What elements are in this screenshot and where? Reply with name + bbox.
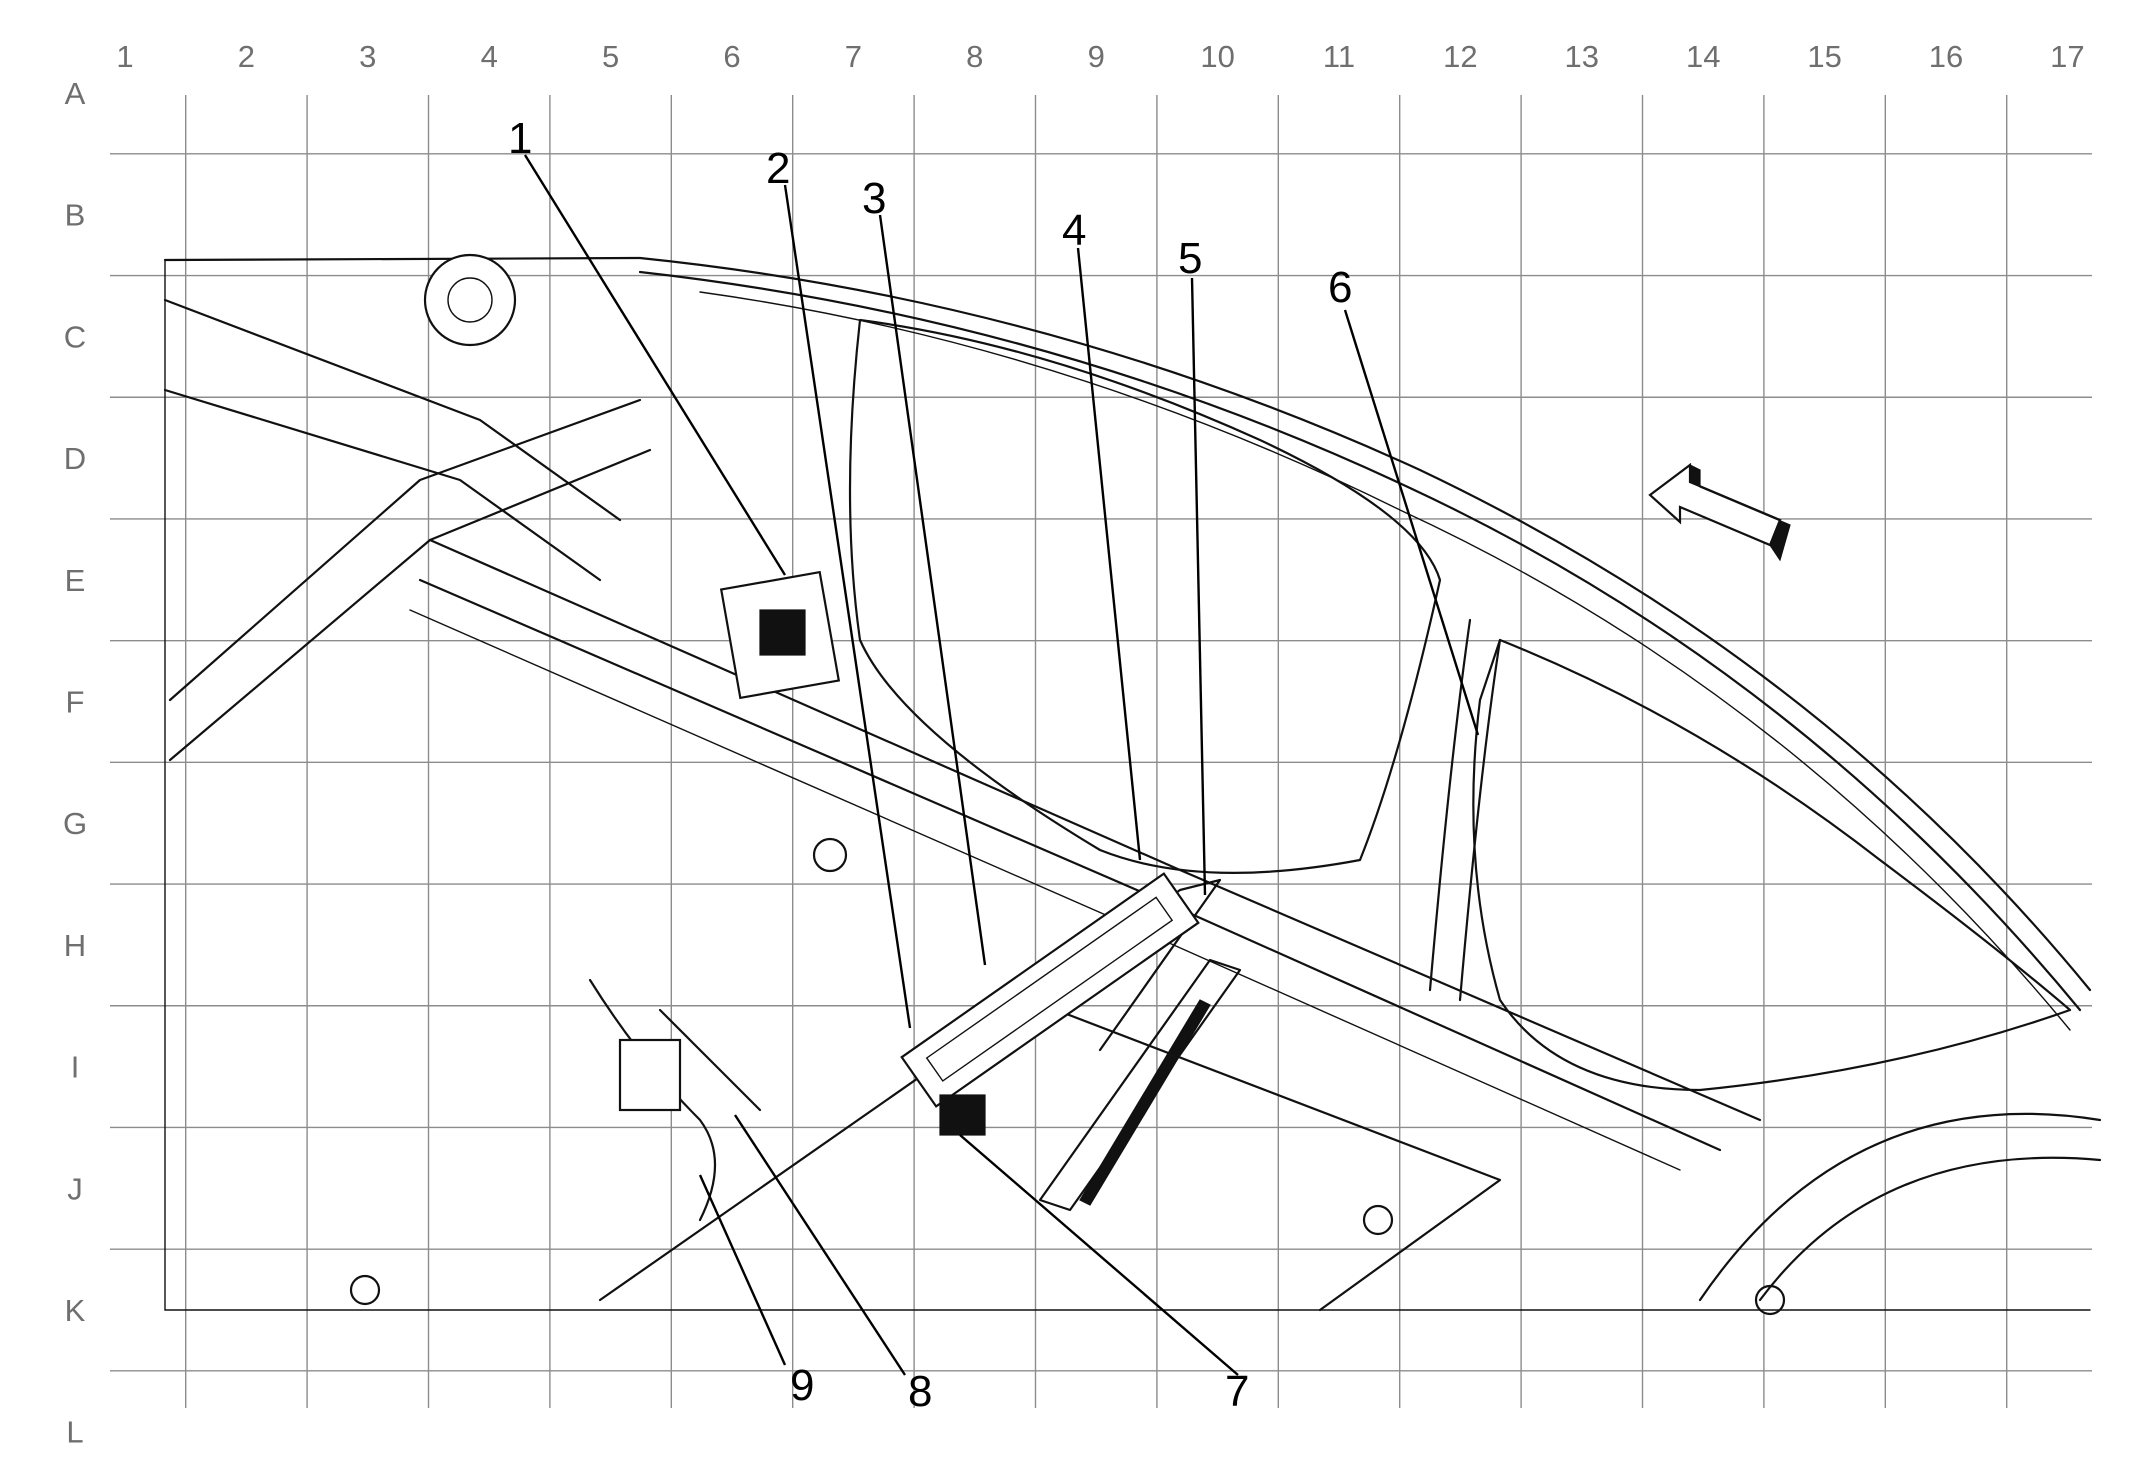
grid-row-label: I — [71, 1050, 80, 1085]
seat-rail-slot — [925, 896, 1174, 1082]
grid-column-label: 5 — [602, 39, 619, 74]
floor-hole — [349, 1274, 381, 1306]
grid-row-label: D — [64, 441, 86, 476]
grid-column-label: 17 — [2050, 39, 2084, 74]
callout-4: 4 — [1062, 206, 1086, 255]
leader-1 — [523, 154, 787, 576]
callout-1: 1 — [508, 114, 532, 163]
grid-column-label: 4 — [481, 39, 498, 74]
leader-3 — [878, 214, 987, 966]
rear-wheelhouse — [1698, 1112, 2102, 1302]
grid-column-label: 13 — [1565, 39, 1599, 74]
leader-8 — [733, 1114, 907, 1376]
grid-column-label: 11 — [1323, 39, 1355, 74]
grid-row-label: L — [66, 1415, 83, 1450]
b-pillar — [1428, 618, 1472, 992]
seat-rail-long — [1038, 958, 1242, 1212]
seat-rail-bracket — [900, 872, 1200, 1108]
forward-direction-arrow-icon — [1648, 462, 1791, 562]
grid-row-label: G — [63, 806, 87, 841]
rear-door-opening — [1472, 638, 2072, 1092]
grid-row-label: B — [65, 198, 86, 233]
outer-side-rail-inner — [638, 270, 2082, 1012]
floor-hole — [812, 837, 848, 873]
grid-column-label: 14 — [1686, 39, 1720, 74]
front-door-opening — [848, 318, 1442, 874]
grid-row-label: H — [64, 928, 86, 963]
grid-column-label: 15 — [1807, 39, 1841, 74]
outer-side-rail-inner2 — [699, 291, 2071, 1031]
leader-6 — [1343, 309, 1480, 736]
callout-6: 6 — [1328, 263, 1352, 312]
callout-5: 5 — [1178, 234, 1202, 283]
grid-column-label: 16 — [1929, 39, 1963, 74]
seat-rail-dark — [1079, 999, 1211, 1206]
connector-block — [939, 1094, 986, 1136]
leader-4 — [1076, 247, 1142, 861]
floor-hole — [1362, 1204, 1394, 1236]
callout-2: 2 — [766, 144, 790, 193]
rocker-panel-lower — [418, 578, 1722, 1152]
strut-tower — [423, 253, 517, 347]
grid-column-label: 6 — [723, 39, 740, 74]
rocker-panel-edge — [409, 609, 1681, 1171]
front-rail-left — [163, 298, 622, 522]
reference-grid — [110, 95, 2092, 1408]
grid-row-label: F — [66, 685, 85, 720]
strut-tower-inner — [447, 277, 493, 323]
grid-column-label: 3 — [359, 39, 376, 74]
leader-5 — [1190, 277, 1207, 896]
harness-routing — [588, 978, 716, 1222]
harness-bracket — [618, 1038, 682, 1112]
floor-pan-edge — [598, 998, 1502, 1312]
leader-2 — [783, 184, 912, 1029]
rocker-panel-upper — [428, 538, 1762, 1122]
b-pillar-inner — [1458, 638, 1502, 1002]
callout-7: 7 — [1225, 1367, 1249, 1416]
rear-wheelhouse-inner — [1758, 1156, 2102, 1302]
drawing-clip-edge — [164, 259, 2091, 1311]
grid-row-label: J — [67, 1171, 83, 1206]
callout-3: 3 — [862, 174, 886, 223]
leader-9 — [698, 1174, 787, 1366]
grid-row-label: K — [65, 1293, 86, 1328]
grid-row-label: C — [64, 319, 86, 354]
grid-column-label: 9 — [1088, 39, 1105, 74]
callout-8: 8 — [908, 1367, 932, 1416]
harness-routing-2 — [658, 1008, 762, 1112]
callout-labels: 1 2 3 4 5 6 7 8 9 — [508, 114, 1352, 1416]
grid-row-label: A — [65, 76, 86, 111]
callout-9: 9 — [790, 1361, 814, 1410]
grid-column-label: 10 — [1200, 39, 1234, 74]
front-crossmember-2 — [168, 448, 652, 762]
front-crossmember — [168, 398, 642, 702]
grid-column-label: 2 — [238, 39, 255, 74]
module-core — [759, 609, 806, 656]
leader-7 — [959, 1134, 1239, 1376]
grid-column-label: 1 — [116, 39, 133, 74]
grid-column-label: 12 — [1443, 39, 1477, 74]
grid-column-label: 7 — [845, 39, 862, 74]
outer-side-rail — [163, 256, 2092, 992]
leader-lines — [523, 154, 1480, 1376]
grid-row-labels: A B C D E F G H I J K L — [63, 76, 87, 1450]
grid-column-label: 8 — [966, 39, 983, 74]
grid-row-label: E — [65, 563, 86, 598]
front-rail-right — [163, 388, 602, 582]
vehicle-body-illustration — [163, 253, 2102, 1316]
